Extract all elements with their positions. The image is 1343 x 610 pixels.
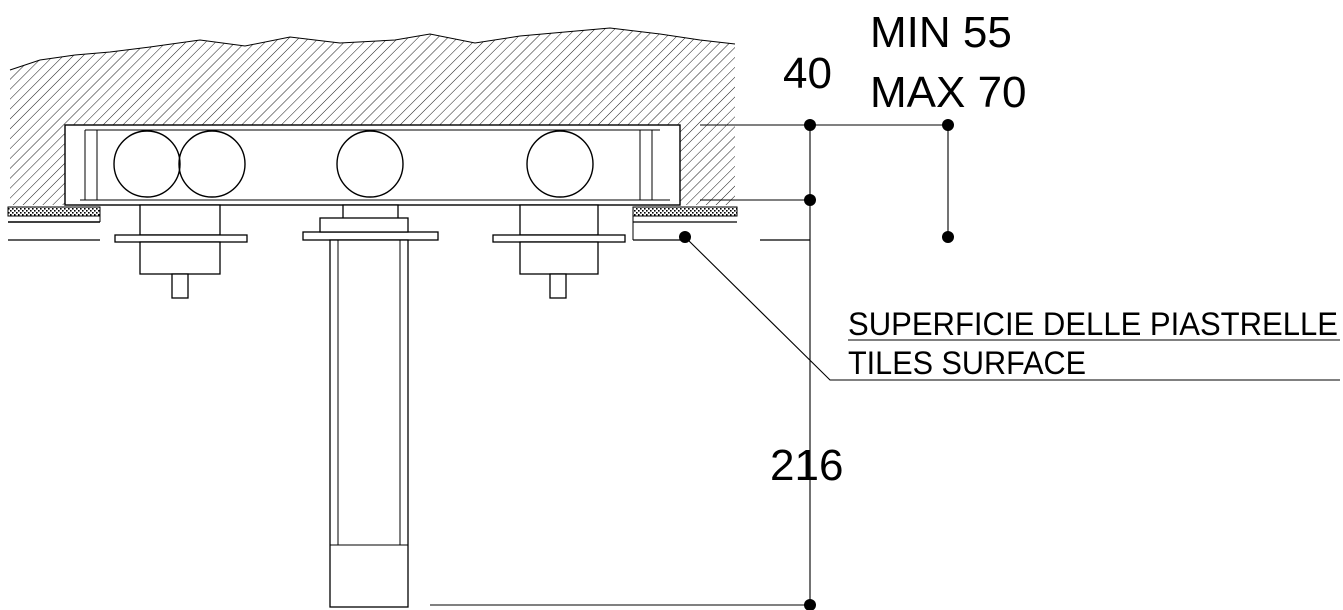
wall-section	[9, 27, 736, 205]
dimension-depth-label: 40	[783, 49, 832, 98]
dimension-max-label: MAX 70	[870, 68, 1027, 117]
tiles-surface-label-en: TILES SURFACE	[848, 345, 1086, 381]
spout	[302, 204, 439, 608]
dimension-spout-length-label: 216	[770, 441, 843, 490]
dimension-dots	[679, 119, 954, 610]
tiles-surface-label-it: SUPERFICIE DELLE PIASTRELLE	[848, 306, 1338, 342]
dimension-min-label: MIN 55	[870, 8, 1012, 57]
right-handle	[492, 204, 626, 299]
left-handle	[114, 204, 248, 299]
concealed-body	[64, 124, 681, 206]
